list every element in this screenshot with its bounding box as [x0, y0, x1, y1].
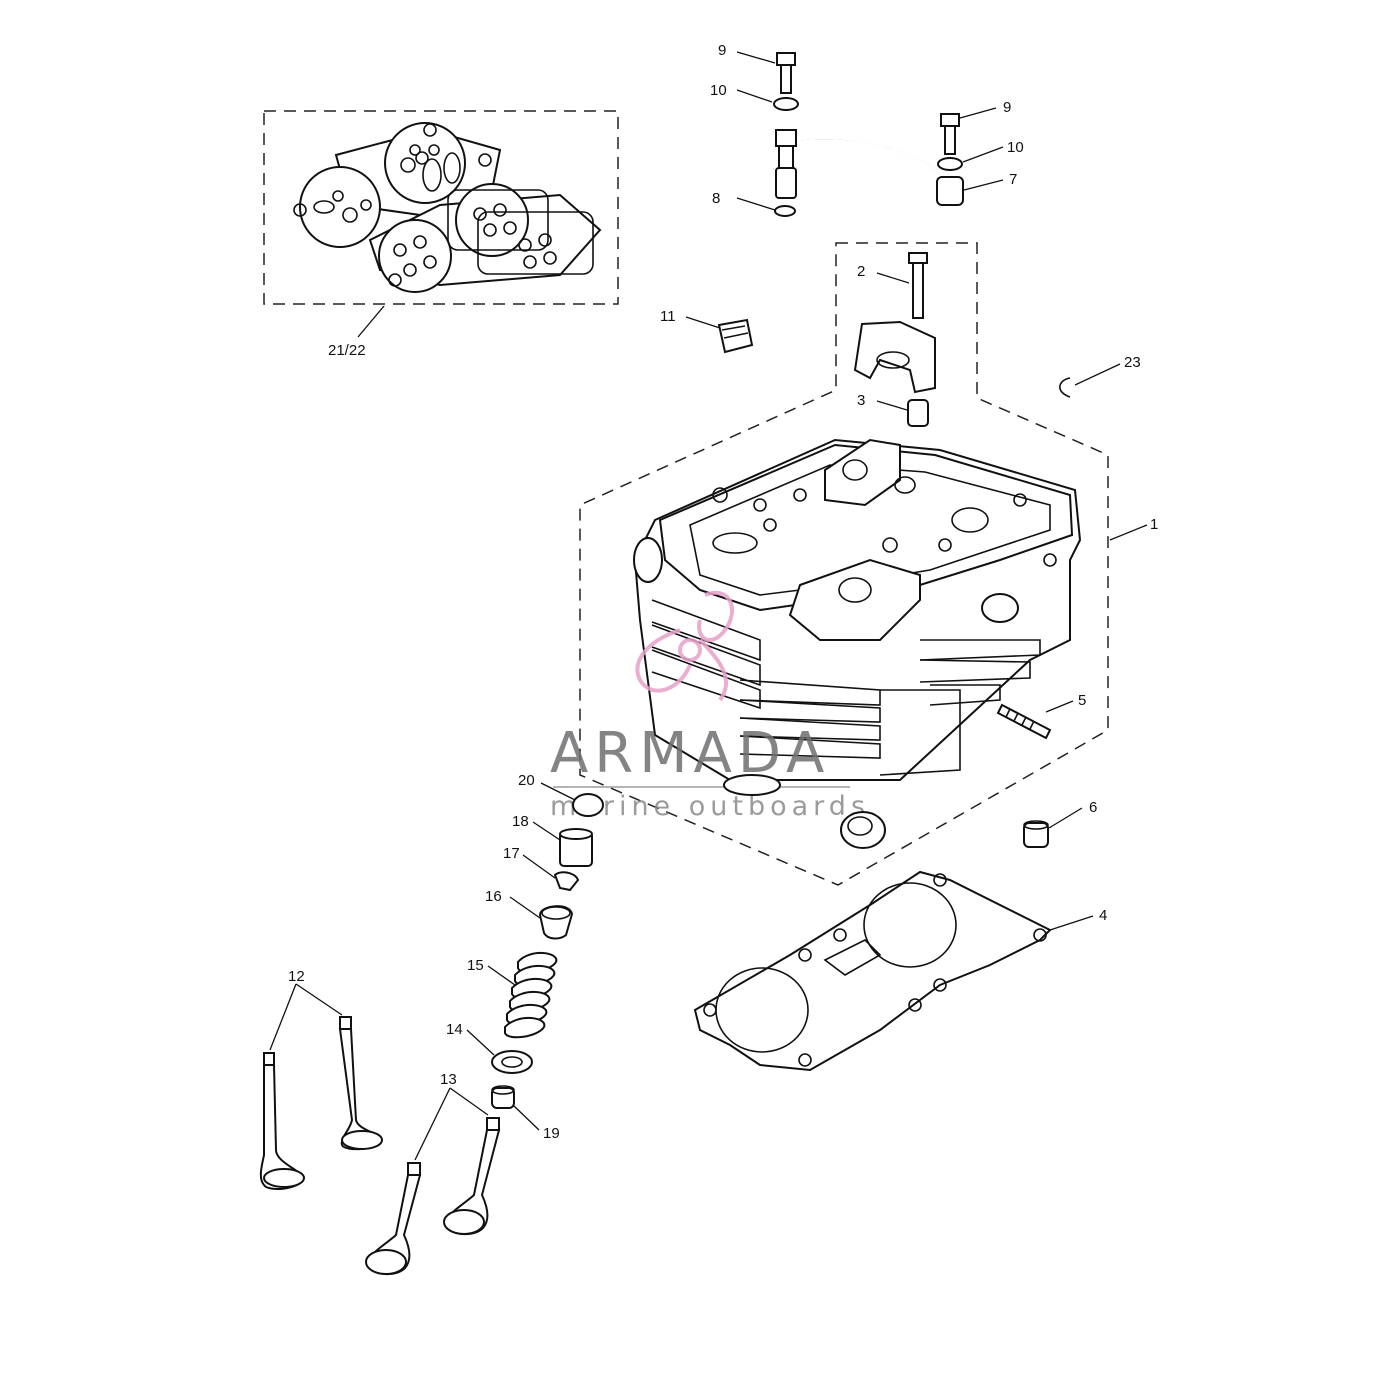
- gasket-kit-parts: [293, 122, 602, 293]
- callout-2: 2: [857, 263, 865, 280]
- callout-11: 11: [660, 308, 676, 325]
- oil-pipe-spigot: [775, 167, 797, 199]
- callout-5: 5: [1078, 692, 1086, 709]
- intake-valve-12b: [338, 1016, 384, 1151]
- leader-lines: [269, 51, 1148, 1161]
- callout-17: 17: [503, 845, 520, 862]
- exhaust-valve-13b: [443, 1117, 501, 1236]
- banjo-bolt-shank-left: [780, 64, 792, 94]
- cylinder-head-dashed-frame: [579, 242, 1109, 886]
- callout-8: 8: [712, 190, 720, 207]
- banjo-union-left: [775, 129, 797, 147]
- cylinder-head: [633, 438, 1082, 781]
- callout-4: 4: [1099, 907, 1107, 924]
- banjo-bolt-head-left: [776, 52, 796, 66]
- callout-20: 20: [518, 772, 535, 789]
- valve-cap-20: [572, 793, 604, 817]
- spring-retainer-16: [538, 905, 574, 940]
- cam-cap-assembly: [853, 252, 936, 427]
- stud-5: [996, 703, 1052, 740]
- collets-17: [553, 871, 580, 892]
- callout-9-right: 9: [1003, 99, 1011, 116]
- spring-seat-14: [491, 1050, 533, 1074]
- callout-14: 14: [446, 1021, 463, 1038]
- callout-19: 19: [543, 1125, 560, 1142]
- camshaft-cap: [853, 320, 936, 394]
- watermark-title: ARMADA: [550, 721, 830, 786]
- gasket-kit-dashed-frame: [263, 110, 619, 305]
- intake-valve-12a: [259, 1052, 306, 1191]
- valve-seat-insert-b: [840, 811, 886, 849]
- dowel-3: [907, 399, 929, 427]
- nut-11: [717, 318, 754, 354]
- sealing-washer-left: [773, 97, 799, 111]
- callout-3: 3: [857, 392, 865, 409]
- valve-spring-15: [504, 952, 558, 1039]
- gasket-kit-group: [263, 110, 619, 305]
- callout-labels: 9 10 8 9 10 7 2 3 11 23 1 5 6 4 21/22 20…: [288, 42, 1158, 1142]
- callout-23: 23: [1124, 354, 1141, 371]
- armada-logo-icon: [635, 590, 735, 702]
- o-ring-8: [774, 205, 796, 217]
- sleeve-6: [1023, 820, 1049, 848]
- callout-1: 1: [1150, 516, 1158, 533]
- callout-18: 18: [512, 813, 529, 830]
- callout-16: 16: [485, 888, 502, 905]
- banjo-bolt-head-right: [940, 113, 960, 127]
- callout-7: 7: [1009, 171, 1017, 188]
- head-gasket-4: [693, 870, 1052, 1072]
- oil-feed-pipe-assembly: [773, 52, 964, 217]
- banjo-union-right: [936, 176, 964, 206]
- callout-15: 15: [467, 957, 484, 974]
- circlip-23: [1059, 377, 1071, 398]
- callout-10: 10: [710, 82, 727, 99]
- callout-12: 12: [288, 968, 305, 985]
- callout-13: 13: [440, 1071, 457, 1088]
- exhaust-valve-13a: [365, 1162, 422, 1276]
- callout-21-22: 21/22: [328, 342, 366, 359]
- bucket-tappet-18: [559, 828, 593, 867]
- callout-6: 6: [1089, 799, 1097, 816]
- callout-10-right: 10: [1007, 139, 1024, 156]
- callout-9: 9: [718, 42, 726, 59]
- sealing-washer-right: [937, 157, 963, 171]
- valve-stem-seal-19: [491, 1085, 515, 1109]
- valve-seat-insert-a: [723, 774, 781, 796]
